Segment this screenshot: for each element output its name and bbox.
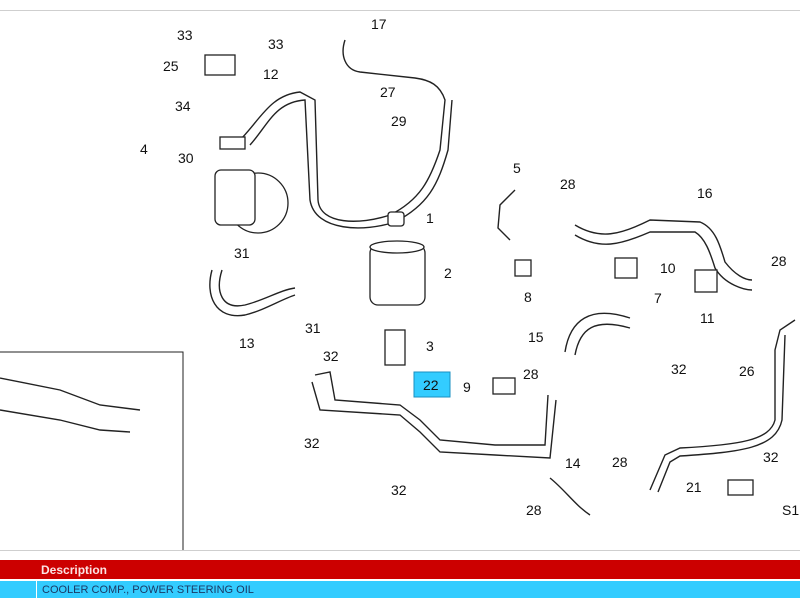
- cooler-22: [314, 371, 549, 446]
- callouts: 33 25 34 4 30 33 12 17 27 29 1 2 31 13 3…: [140, 16, 799, 518]
- table-row[interactable]: COOLER COMP., POWER STEERING OIL: [0, 581, 800, 598]
- row-cell-0: [0, 581, 37, 598]
- callout[interactable]: 17: [371, 16, 387, 32]
- callout[interactable]: 25: [163, 58, 179, 74]
- hose-pressure-upper-2: [249, 99, 453, 229]
- callout[interactable]: 21: [686, 479, 702, 495]
- table-header: Description: [0, 560, 800, 579]
- callout[interactable]: 5: [513, 160, 521, 176]
- callout[interactable]: 8: [524, 289, 532, 305]
- callout[interactable]: 32: [323, 348, 339, 364]
- callout[interactable]: 28: [526, 502, 542, 518]
- diagram-code: S1: [782, 502, 799, 518]
- bottom-divider: [0, 550, 800, 551]
- bracket-4: [219, 136, 246, 150]
- parts-diagram: 33 25 34 4 30 33 12 17 27 29 1 2 31 13 3…: [0, 16, 799, 550]
- callout[interactable]: 28: [612, 454, 628, 470]
- cap-1: [387, 211, 405, 227]
- cooler-22-b: [311, 381, 557, 459]
- callout[interactable]: 7: [654, 290, 662, 306]
- callout[interactable]: 27: [380, 84, 396, 100]
- bracket-21: [727, 479, 754, 496]
- callout[interactable]: 13: [239, 335, 255, 351]
- callout[interactable]: 32: [391, 482, 407, 498]
- callout[interactable]: 12: [263, 66, 279, 82]
- header-spacer: [0, 560, 36, 579]
- callout[interactable]: 1: [426, 210, 434, 226]
- callout[interactable]: 28: [771, 253, 787, 269]
- hose-13: [209, 269, 296, 317]
- callout[interactable]: 26: [739, 363, 755, 379]
- callout[interactable]: 34: [175, 98, 191, 114]
- clamp-10: [614, 257, 638, 279]
- pump-body: [214, 169, 256, 226]
- pipe-26-b: [657, 334, 786, 493]
- reservoir-cap: [369, 240, 425, 254]
- header-description: Description: [41, 562, 108, 577]
- callout[interactable]: 2: [444, 265, 452, 281]
- highlight-box-22: [413, 371, 451, 398]
- callout[interactable]: 30: [178, 150, 194, 166]
- callout-22-highlighted[interactable]: 22: [423, 377, 439, 393]
- callout[interactable]: 15: [528, 329, 544, 345]
- inset-cooler: [0, 377, 141, 433]
- callout[interactable]: 31: [305, 320, 321, 336]
- callout[interactable]: 29: [391, 113, 407, 129]
- hose-pressure-upper: [239, 39, 446, 222]
- callout[interactable]: 33: [177, 27, 193, 43]
- callout[interactable]: 32: [763, 449, 779, 465]
- callout[interactable]: 11: [700, 310, 715, 326]
- hose-16-b: [574, 231, 753, 291]
- top-divider: [0, 10, 800, 11]
- callout[interactable]: 32: [304, 435, 320, 451]
- bracket-25: [204, 54, 236, 76]
- parts-table: Description COOLER COMP., POWER STEERING…: [0, 560, 800, 598]
- hose-14: [549, 477, 591, 516]
- hose-15: [564, 312, 631, 353]
- bracket-3: [384, 329, 406, 366]
- callout[interactable]: 33: [268, 36, 284, 52]
- callout[interactable]: 28: [560, 176, 576, 192]
- clamp-9: [492, 377, 516, 395]
- callout[interactable]: 16: [697, 185, 713, 201]
- hose-13-b: [218, 269, 296, 307]
- callout[interactable]: 14: [565, 455, 581, 471]
- callout[interactable]: 31: [234, 245, 250, 261]
- callout[interactable]: 9: [463, 379, 471, 395]
- pipe-5: [497, 189, 516, 241]
- pipe-26: [649, 319, 796, 491]
- reservoir-2: [369, 244, 426, 306]
- hose-15-b: [574, 323, 631, 356]
- callout[interactable]: 32: [671, 361, 687, 377]
- inset-frame: [0, 351, 184, 550]
- callout[interactable]: 3: [426, 338, 434, 354]
- callout[interactable]: 4: [140, 141, 148, 157]
- clamp-8: [514, 259, 532, 277]
- callout[interactable]: 10: [660, 260, 676, 276]
- callout[interactable]: 28: [523, 366, 539, 382]
- hose-16: [574, 219, 753, 281]
- row-description: COOLER COMP., POWER STEERING OIL: [42, 583, 254, 596]
- clamp-11: [694, 269, 718, 293]
